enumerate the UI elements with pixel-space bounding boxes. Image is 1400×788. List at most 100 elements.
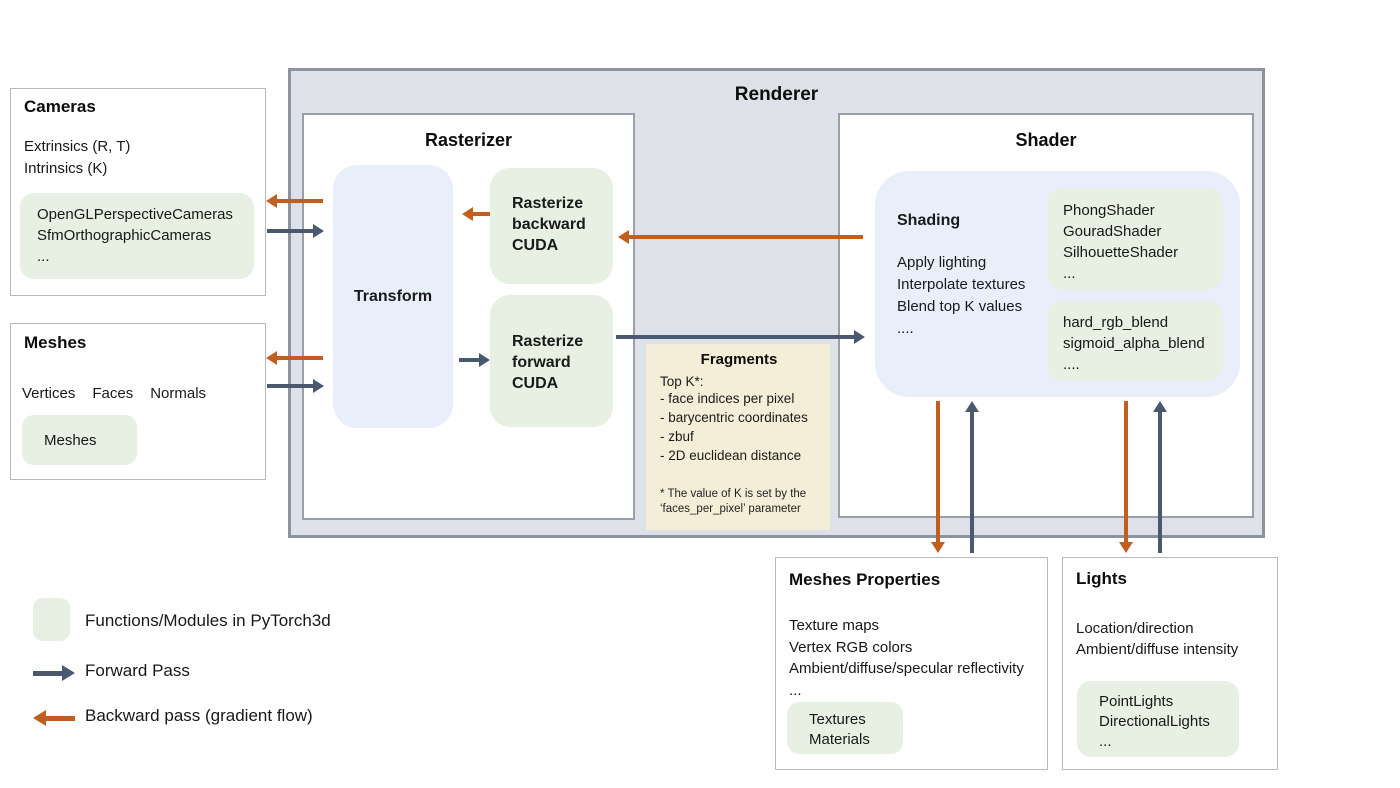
arrow-head [618,230,629,244]
arrow-head [62,665,75,681]
legend-module-label: Functions/Modules in PyTorch3d [85,611,331,630]
lights-attribute: Location/direction [1076,620,1194,637]
meshes-fields: Vertices Faces Normals [22,385,206,402]
arrow-head [479,353,490,367]
shader-title: Shader [1015,130,1077,150]
lights-attribute: Ambient/diffuse intensity [1076,641,1239,658]
light-class: DirectionalLights [1099,713,1210,730]
camera-class: SfmOrthographicCameras [37,227,212,244]
shader-class: PhongShader [1063,202,1155,219]
arrow-head [313,379,324,393]
meshes-property: Texture maps [789,617,880,634]
blend-functions-module: hard_rgb_blend sigmoid_alpha_blend .... [1047,301,1223,381]
arrow-shaft [471,212,490,216]
shading-title: Shading [897,212,961,229]
arrow-head [462,207,473,221]
meshes-field: Vertices [22,385,76,402]
fragments-item: - zbuf [660,429,694,444]
meshes-field: Normals [150,385,207,402]
renderer-title: Renderer [734,84,819,105]
rasterize-forward-line: Rasterize [512,333,584,350]
rasterize-backward-line: backward [512,216,586,233]
arrow-shaft [267,384,315,388]
textures-materials-module: Textures Materials [787,702,903,754]
shading-line: Apply lighting [897,254,987,271]
meshes-property: Vertex RGB colors [789,638,913,656]
meshes-properties-title: Meshes Properties [789,570,941,589]
transform-module: Transform [333,165,453,428]
cameras-attributes: Extrinsics (R, T) Intrinsics (K) [24,136,130,180]
legend-forward-label: Forward Pass [85,661,190,680]
meshes-property: ... [789,681,802,699]
light-class: PointLights [1099,693,1174,710]
cameras-title: Cameras [24,97,96,116]
shader-class: GouradShader [1063,223,1162,240]
arrow-shaft [1158,410,1162,553]
rasterize-forward-cuda-module: Rasterize forward CUDA [490,295,613,427]
arrow-head [266,194,277,208]
fragments-footnote-line: * The value of K is set by the [660,488,807,500]
camera-classes-module: OpenGLPerspectiveCameras SfmOrthographic… [20,193,254,279]
fragments-note: Fragments Top K*: - face indices per pix… [646,344,830,530]
shader-class: SilhouetteShader [1063,244,1179,261]
shading-line: Interpolate textures [897,276,1026,293]
legend-module-swatch-icon [33,598,70,641]
arrow-shaft [616,335,856,339]
meshes-properties-lines: Texture maps Vertex RGB colors Ambient/d… [789,615,1024,701]
arrow-head [1119,542,1133,553]
shading-line: .... [897,320,914,337]
meshes-property: Ambient/diffuse/specular reflectivity [789,660,1024,677]
fragments-title: Fragments [700,351,778,368]
shader-class: ... [1063,265,1076,282]
arrow-shaft [42,715,75,721]
lights-title: Lights [1076,569,1127,588]
lights-lines: Location/direction Ambient/diffuse inten… [1076,618,1238,660]
fragments-item: - 2D euclidean distance [660,448,802,463]
camera-class: ... [37,248,50,265]
arrow-head [965,401,979,412]
rasterize-forward-line: forward [512,354,571,371]
rasterize-backward-line: Rasterize [512,195,584,212]
arrow-shaft [936,401,940,544]
blend-function: .... [1063,356,1080,373]
meshes-title: Meshes [24,333,87,352]
fragments-item: - face indices per pixel [660,391,795,406]
fragments-intro: Top K*: [660,374,704,389]
shader-classes-module: PhongShader GouradShader SilhouetteShade… [1047,188,1223,290]
arrow-shaft [275,356,323,360]
meshes-field: Faces [92,385,134,402]
cameras-attribute: Intrinsics (K) [24,160,108,177]
arrow-shaft [459,358,481,362]
blend-function: hard_rgb_blend [1063,314,1169,331]
arrow-shaft [627,235,863,239]
arrow-shaft [1124,401,1128,544]
arrow-head [1153,401,1167,412]
arrow-head [854,330,865,344]
fragments-footnote: * The value of K is set by the ‘faces_pe… [660,487,818,517]
arrow-head [931,542,945,553]
rasterizer-title: Rasterizer [424,130,513,150]
fragments-item: - barycentric coordinates [660,410,808,425]
blend-function: sigmoid_alpha_blend [1063,335,1205,352]
arrow-shaft [275,199,323,203]
meshes-class-module: Meshes [22,415,137,465]
arrow-head [313,224,324,238]
shading-description: Apply lighting Interpolate textures Blen… [897,252,1025,340]
light-class: ... [1099,733,1112,750]
meshes-class: Meshes [44,431,97,449]
arrow-shaft [970,410,974,553]
light-classes-module: PointLights DirectionalLights ... [1077,681,1239,757]
property-class: Textures [809,711,866,728]
shading-line: Blend top K values [897,298,1023,315]
property-class: Materials [809,731,870,748]
camera-class: OpenGLPerspectiveCameras [37,206,233,223]
rasterize-backward-line: CUDA [512,237,559,254]
arrow-head [266,351,277,365]
arrow-head [33,710,46,726]
fragments-items: - face indices per pixel - barycentric c… [660,389,818,465]
arrow-shaft [33,670,66,676]
rasterize-forward-line: CUDA [512,375,559,392]
transform-label: Transform [353,287,433,305]
cameras-attribute: Extrinsics (R, T) [24,138,131,155]
